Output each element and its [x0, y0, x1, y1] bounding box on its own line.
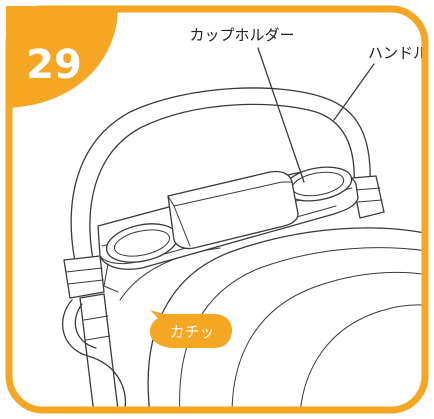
step-number: 29: [26, 42, 82, 88]
handle-leader: [333, 63, 375, 121]
handle-label: ハンドル: [368, 44, 428, 62]
click-sound-text: カチッ: [169, 323, 214, 341]
stroller-illustration: [62, 87, 426, 411]
frame-border: [5, 5, 429, 414]
center-console: [167, 170, 299, 250]
handle-bar: [70, 87, 371, 277]
step-badge: 29: [6, 6, 118, 108]
click-sound-bubble: カチッ: [150, 310, 232, 348]
cup-holder-leader: [257, 47, 305, 183]
cup-holder-label: カップホルダー: [189, 26, 294, 44]
